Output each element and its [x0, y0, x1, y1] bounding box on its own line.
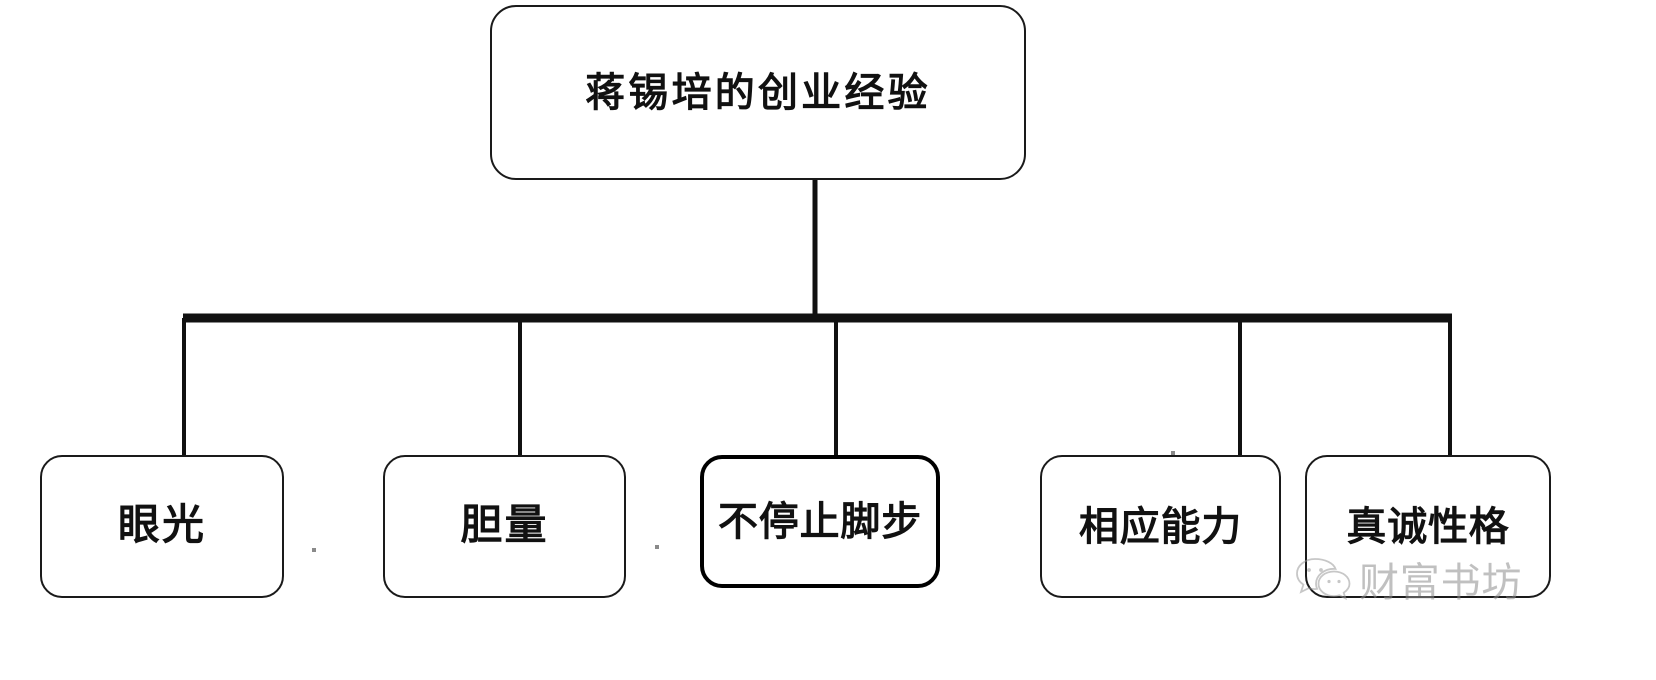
scan-speck	[312, 548, 316, 552]
node-root[interactable]: 蒋锡培的创业经验	[490, 5, 1026, 180]
node-child-3-label: 不停止脚步	[718, 498, 922, 544]
wechat-icon	[1296, 558, 1351, 601]
node-child-2[interactable]: 胆量	[383, 455, 626, 598]
node-child-3[interactable]: 不停止脚步	[700, 455, 940, 588]
watermark: 财富书坊	[1295, 548, 1545, 610]
node-child-5-label: 真诚性格	[1346, 503, 1510, 549]
scan-speck	[1171, 451, 1175, 455]
watermark-label: 财富书坊	[1359, 560, 1523, 605]
node-child-5[interactable]: 真诚性格	[1305, 455, 1551, 598]
node-root-label: 蒋锡培的创业经验	[585, 69, 931, 115]
node-child-4[interactable]: 相应能力	[1040, 455, 1281, 598]
scan-speck	[655, 545, 659, 549]
node-child-1-label: 眼光	[117, 503, 207, 550]
node-child-2-label: 胆量	[460, 503, 549, 550]
node-child-1[interactable]: 眼光	[40, 455, 284, 598]
node-child-4-label: 相应能力	[1078, 503, 1243, 549]
